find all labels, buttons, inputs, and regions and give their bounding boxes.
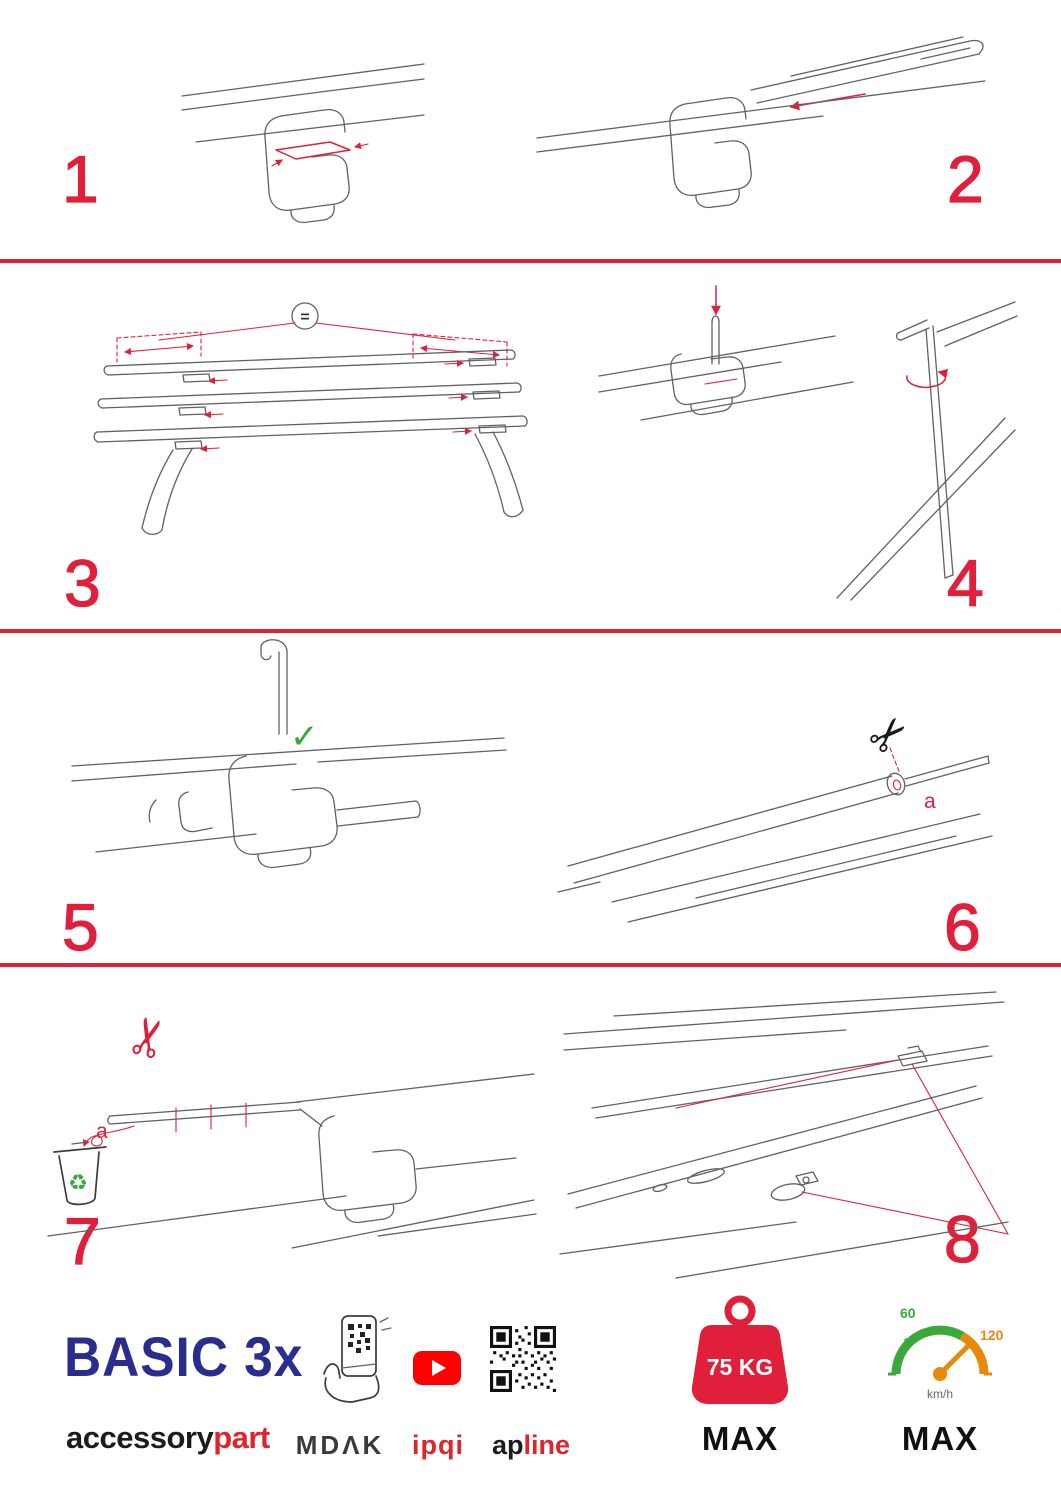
max-load-value: 75 KG [707,1354,773,1380]
logo-ipqi: ipqi [412,1430,464,1460]
step-3-number: 3 [63,546,102,620]
max-speed-label: MAX [901,1420,979,1457]
section-divider-2 [0,629,1061,633]
logo-apline: apline [492,1430,570,1461]
gauge-unit: km/h [927,1387,953,1401]
step-7-illustration: ✂ a ♻ [47,1009,537,1249]
step-1-illustration [181,63,425,224]
cut-label-a: a [96,1120,108,1143]
qr-scan-phone-icon [323,1315,392,1403]
step-4-illustration [598,285,1018,601]
section-divider-1 [0,259,1061,263]
cut-label-a: a [924,790,936,813]
step-5-illustration: ✓ [71,639,507,869]
step-2-illustration [536,36,986,209]
brand-wordmark-red: part [213,1420,270,1455]
scissors-icon: ✂ [856,702,921,767]
max-speed-gauge-icon: 60 120 km/h [888,1305,1004,1401]
recycle-icon: ♻ [68,1171,88,1196]
qr-code-icon [490,1326,556,1392]
youtube-icon [413,1351,461,1385]
step-3-illustration: = [93,302,528,535]
step-8-number: 8 [943,1202,982,1276]
brand-wordmark-black: accessory [66,1420,214,1455]
max-load-label: MAX [701,1420,779,1457]
logo-mdak: MDΛK [295,1430,385,1460]
step-4-number: 4 [946,546,985,620]
brand-wordmark: accessorypart [66,1420,270,1456]
step-1-number: 1 [61,142,100,216]
product-name: BASIC 3x [64,1325,304,1388]
section-divider-3 [0,963,1061,967]
step-5-number: 5 [61,890,100,964]
step-7-number: 7 [63,1204,102,1278]
gauge-tick-120: 120 [980,1327,1004,1343]
step-8-illustration [559,991,1009,1279]
max-load-weight-icon: 75 KG [691,1295,789,1404]
equal-spacing-symbol: = [300,309,309,326]
scissors-icon: ✂ [115,1009,184,1067]
step-2-number: 2 [946,142,985,216]
logo-apline-black: ap [492,1430,524,1460]
gauge-tick-60: 60 [900,1305,916,1321]
step-6-illustration: ✂ a [557,702,993,923]
step-6-number: 6 [943,890,982,964]
logo-apline-red: line [523,1430,571,1460]
